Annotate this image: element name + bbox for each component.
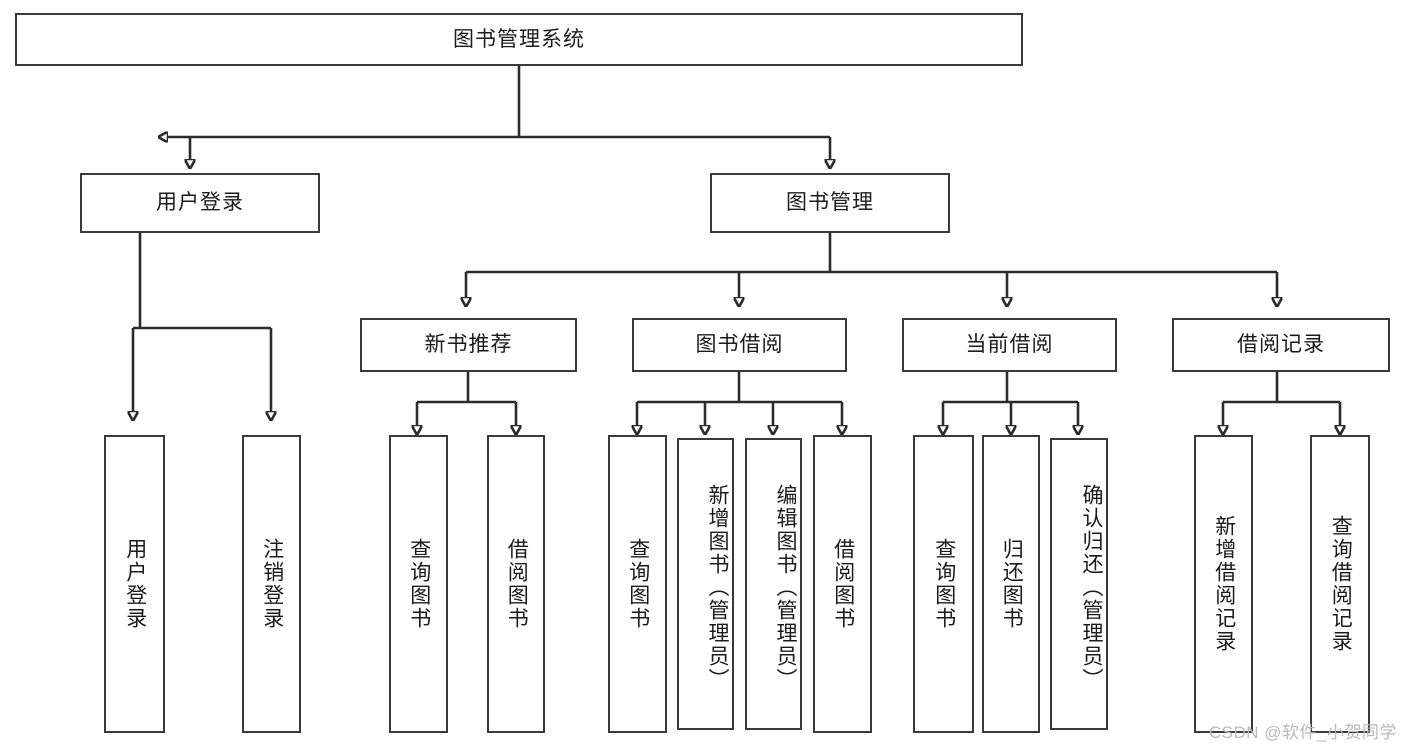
node-user-login[interactable]: 用户登录: [80, 173, 320, 233]
node-user-login-label: 用户登录: [156, 191, 244, 215]
leaf-edit-book[interactable]: 编辑图书（管理员）: [745, 438, 802, 730]
leaf-add-record-label: 新增借阅记录: [1212, 515, 1236, 653]
node-current-borrow[interactable]: 当前借阅: [902, 318, 1117, 372]
leaf-query-book-3[interactable]: 查询图书: [913, 435, 974, 733]
node-new-book-rec-label: 新书推荐: [424, 333, 513, 357]
leaf-add-book[interactable]: 新增图书（管理员）: [677, 438, 734, 730]
node-borrow-record[interactable]: 借阅记录: [1172, 318, 1390, 372]
leaf-query-book-3-label: 查询图书: [932, 538, 956, 630]
node-new-book-rec[interactable]: 新书推荐: [360, 318, 577, 372]
leaf-borrow-book-2[interactable]: 借阅图书: [813, 435, 872, 733]
leaf-user-login[interactable]: 用户登录: [104, 435, 165, 733]
leaf-query-record[interactable]: 查询借阅记录: [1310, 435, 1370, 733]
leaf-return-book-label: 归还图书: [1000, 538, 1024, 630]
leaf-logout-label: 注销登录: [260, 538, 284, 630]
leaf-borrow-book-1[interactable]: 借阅图书: [487, 435, 545, 733]
leaf-query-book-2[interactable]: 查询图书: [608, 435, 667, 733]
leaf-add-book-label: 新增图书（管理员）: [706, 483, 729, 691]
leaf-edit-book-label: 编辑图书（管理员）: [774, 483, 797, 691]
leaf-query-book-2-label: 查询图书: [626, 538, 650, 630]
node-book-borrow-label: 图书借阅: [695, 333, 784, 357]
leaf-return-book[interactable]: 归还图书: [982, 435, 1040, 733]
leaf-borrow-book-2-label: 借阅图书: [831, 538, 855, 630]
node-root-label: 图书管理系统: [453, 27, 585, 51]
node-book-borrow[interactable]: 图书借阅: [632, 318, 847, 372]
leaf-logout[interactable]: 注销登录: [242, 435, 301, 733]
leaf-confirm-return[interactable]: 确认归还（管理员）: [1050, 438, 1108, 730]
leaf-add-record[interactable]: 新增借阅记录: [1194, 435, 1253, 733]
node-book-manage[interactable]: 图书管理: [710, 173, 950, 233]
leaf-query-book-1[interactable]: 查询图书: [389, 435, 448, 733]
leaf-query-book-1-label: 查询图书: [407, 538, 431, 630]
leaf-query-record-label: 查询借阅记录: [1329, 515, 1353, 653]
node-book-manage-label: 图书管理: [786, 191, 874, 215]
leaf-user-login-label: 用户登录: [123, 538, 147, 630]
leaf-borrow-book-1-label: 借阅图书: [505, 538, 529, 630]
leaf-confirm-return-label: 确认归还（管理员）: [1080, 483, 1103, 691]
node-root[interactable]: 图书管理系统: [15, 13, 1023, 66]
node-borrow-record-label: 借阅记录: [1237, 333, 1325, 357]
node-current-borrow-label: 当前借阅: [965, 333, 1054, 357]
